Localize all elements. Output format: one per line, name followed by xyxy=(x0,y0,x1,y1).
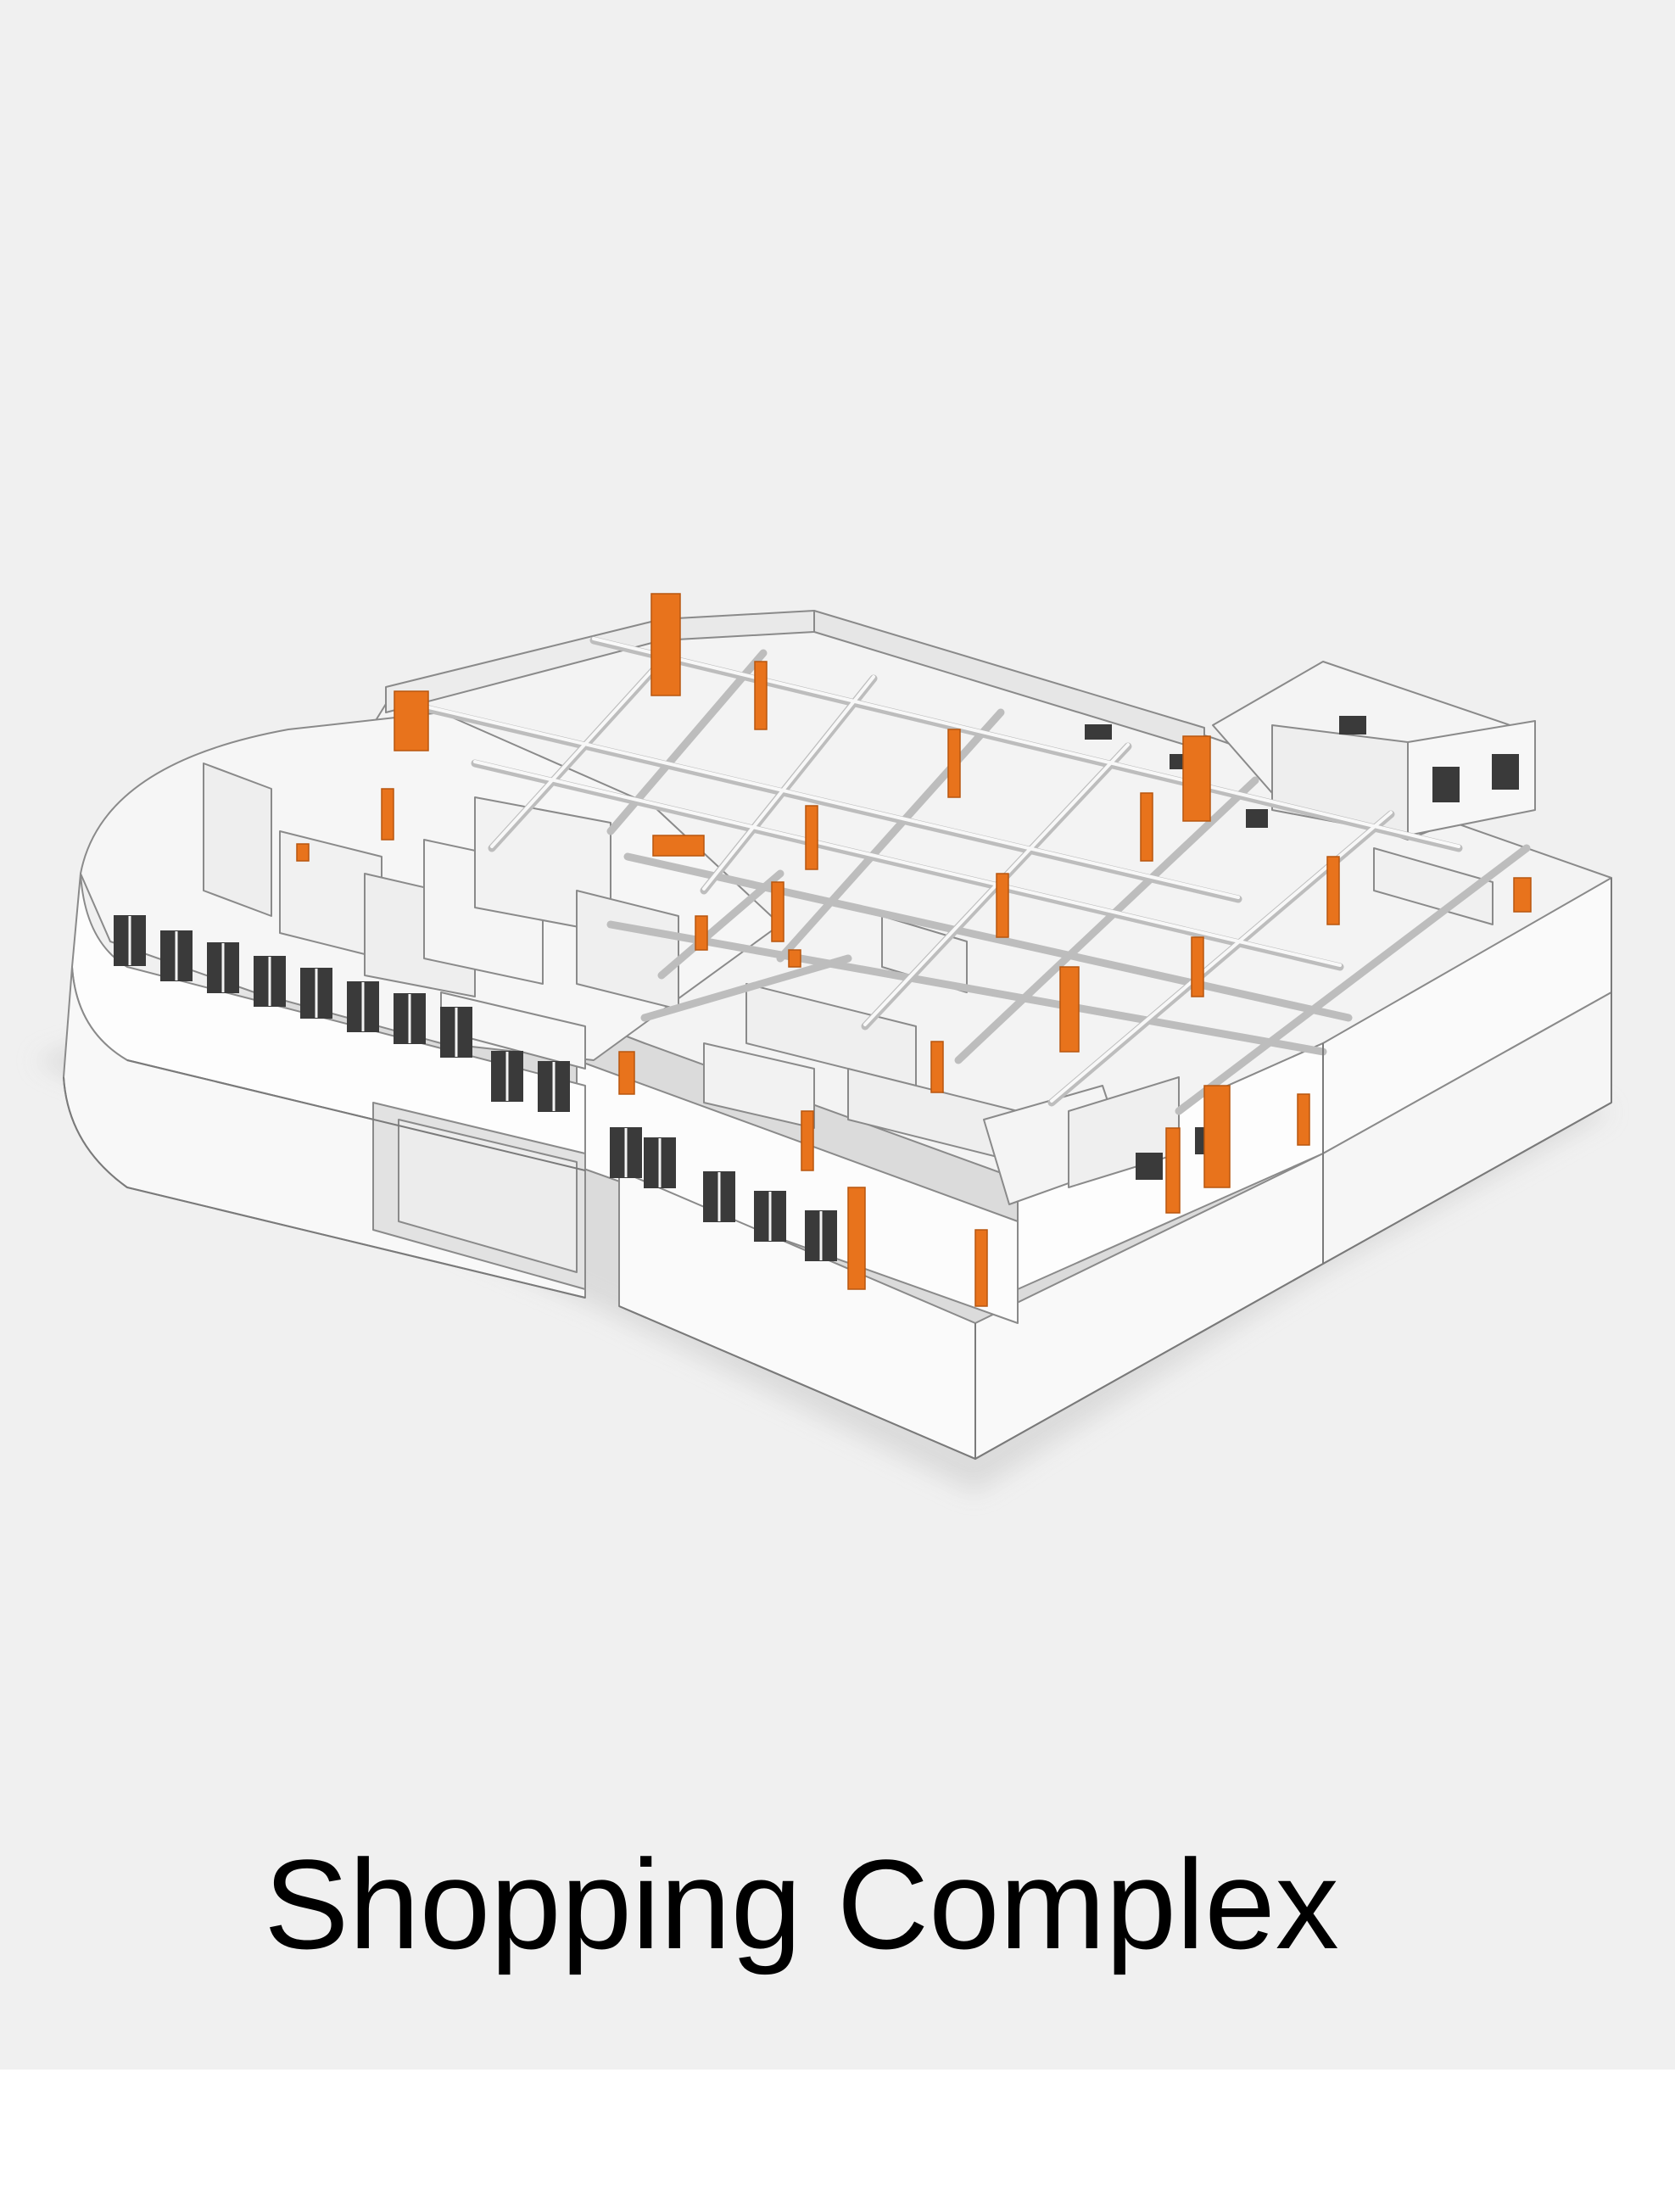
caption-title: Shopping Complex xyxy=(264,1833,1339,1975)
footer-strip xyxy=(0,2070,1675,2212)
column xyxy=(394,690,429,751)
column xyxy=(650,593,681,696)
building-model-illustration xyxy=(34,593,1612,1493)
